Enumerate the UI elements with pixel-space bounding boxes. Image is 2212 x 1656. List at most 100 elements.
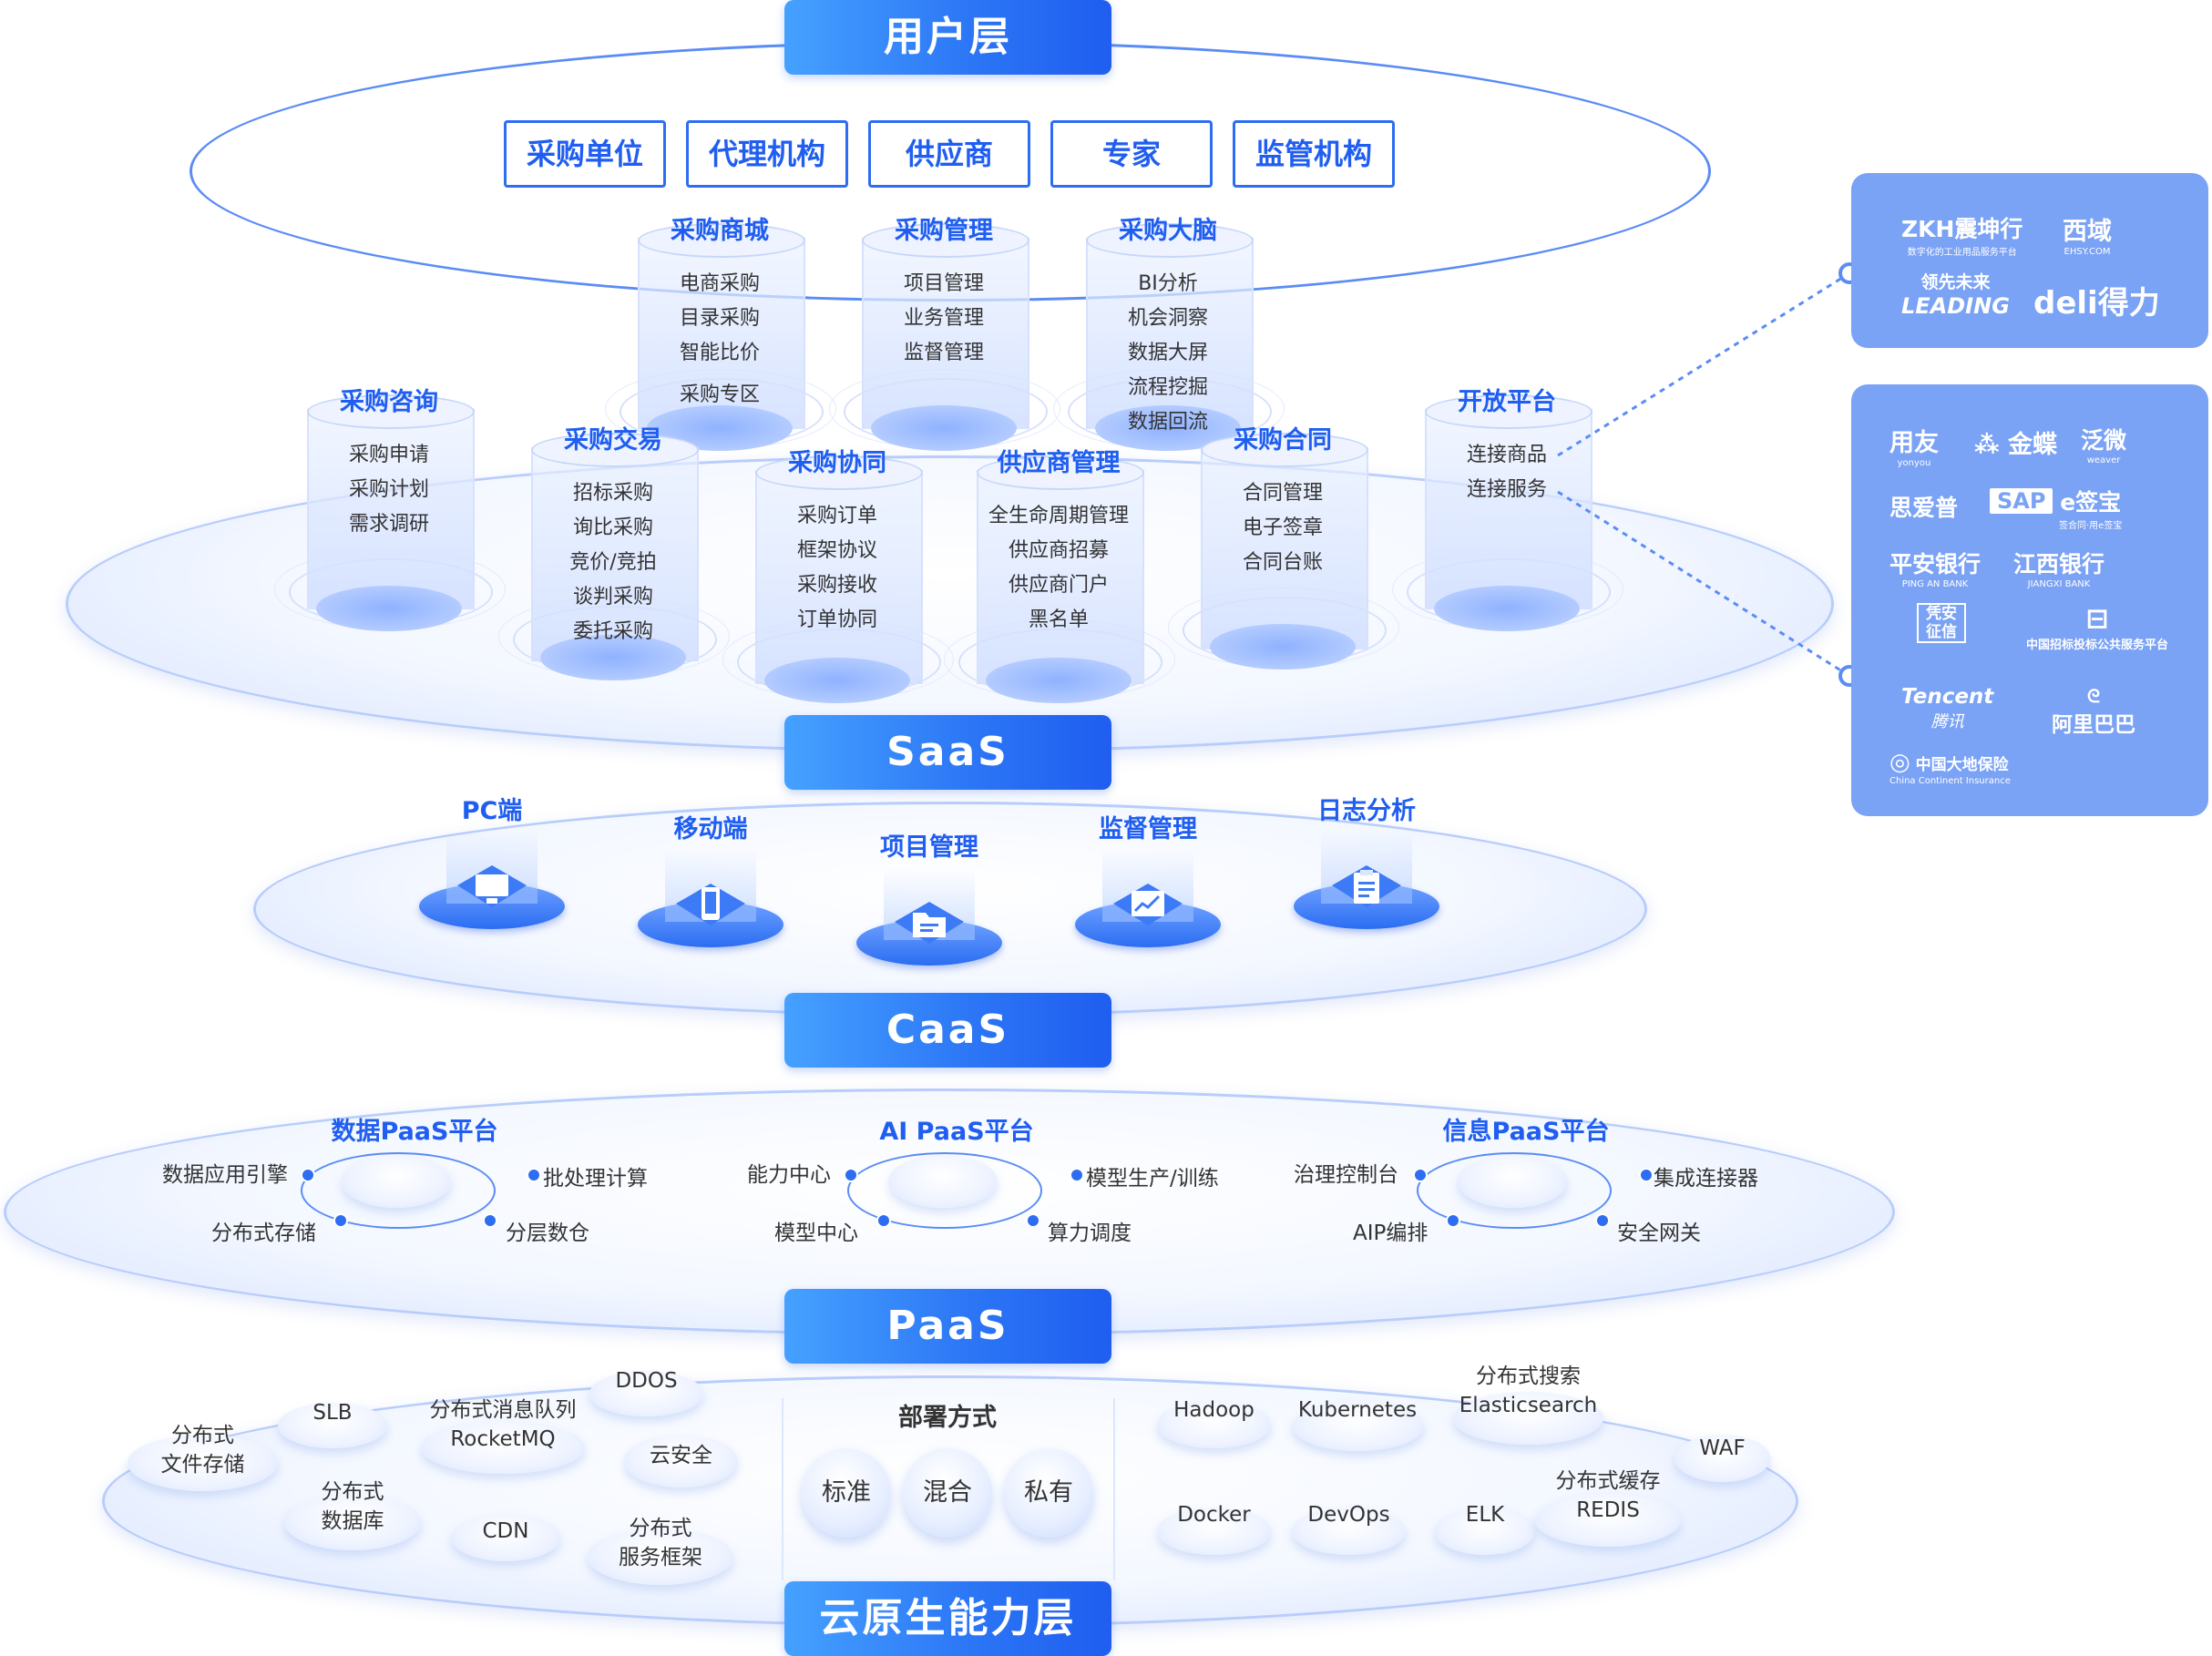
slb-label: SLB [312,1401,353,1425]
caas-layer-label: CaaS [784,993,1111,1068]
paas-layer-label: PaaS [784,1289,1111,1364]
cloud-pill [278,1403,387,1448]
cloud-security-label: 云安全 [650,1444,712,1467]
cloud-pill [1435,1508,1535,1555]
cloud-layer-label: 云原生能力层 [784,1581,1111,1656]
caas-item-label: 日志分析 [1317,797,1416,825]
module-title: 采购协同 [788,449,886,477]
orbit-dot [527,1168,541,1182]
caas-item: 日志分析 [1289,792,1444,938]
data-paas-title: 数据PaaS平台 [331,1118,498,1146]
ai-paas-tl: 能力中心 [747,1163,831,1187]
deli-logo: deli得力 [2033,285,2160,322]
info-paas-title: 信息PaaS平台 [1442,1118,1610,1146]
info-paas-bl: AIP编排 [1353,1222,1429,1245]
ai-paas-platform [888,1155,998,1208]
module-title: 采购大脑 [1119,217,1217,245]
role-regulator: 监管机构 [1233,120,1395,188]
cloud-pill [1535,1494,1681,1547]
module-title: 供应商管理 [997,449,1121,477]
data-paas-platform [342,1155,451,1208]
cloud-pill [1157,1401,1271,1448]
cloud-pill [1292,1508,1406,1555]
data-paas-orbit [301,1152,496,1229]
orbit-dot [483,1213,497,1228]
data-paas-bl: 分布式存储 [211,1222,316,1245]
caas-item: 项目管理 [852,829,1007,975]
hadoop-label: Hadoop [1173,1398,1254,1422]
ai-paas-tr: 模型生产/训练 [1086,1167,1219,1191]
ddos-label: DDOS [615,1369,678,1393]
orbit-dot [844,1168,858,1182]
deploy-private: 私有 [1004,1448,1093,1538]
cloud-pill [1674,1435,1770,1482]
cloud-pill [1292,1401,1424,1451]
module-title: 开放平台 [1458,388,1556,416]
kubernetes-label: Kubernetes [1297,1398,1418,1422]
deploy-divider-right [1113,1398,1115,1580]
data-paas-tl: 数据应用引擎 [162,1163,288,1187]
data-paas-br: 分层数仓 [506,1222,589,1245]
caas-item-label: 监督管理 [1099,815,1197,843]
docker-label: Docker [1177,1503,1251,1527]
kingdee-logo: ⁂ 金蝶 [1974,431,2058,459]
cloud-pill [128,1435,278,1491]
user-layer-label: 用户层 [784,0,1111,75]
file-storage-label: 分布式文件存储 [160,1424,245,1477]
caas-item: 移动端 [633,811,788,956]
orbit-dot [876,1213,891,1228]
folder-icon [895,902,964,944]
orbit-dot [1026,1213,1040,1228]
module-items: 合同管理电子签章 合同台账 [1242,482,1323,574]
sap-logo: SAP [1990,488,2053,514]
info-paas-tr: 集成连接器 [1654,1167,1758,1191]
module-items: 采购订单框架协议 采购接收订单协同 [796,505,877,631]
ai-paas-title: AI PaaS平台 [879,1118,1034,1146]
module-items: 招标采购询比采购 竞价/竞拍谈判采购 委托采购 [569,482,657,643]
deploy-standard: 标准 [802,1448,891,1538]
caas-item: PC端 [415,792,569,938]
zkh-logo: ZKH震坤行数字化的工业用品服务平台 [1901,216,2023,258]
devops-label: DevOps [1307,1503,1390,1527]
clipboard-icon [1332,865,1401,907]
info-paas-orbit [1417,1152,1612,1229]
role-expert: 专家 [1050,120,1213,188]
orbit-dot [1413,1168,1428,1182]
ai-paas-br: 算力调度 [1048,1222,1132,1245]
ai-paas-orbit [847,1152,1042,1229]
module-items: 采购申请采购计划 需求调研 [348,444,429,536]
module-items: 项目管理业务管理 监督管理 [903,272,984,364]
deploy-title: 部署方式 [898,1404,997,1432]
cloud-pill [624,1435,738,1487]
saas-layer-label: SaaS [784,715,1111,790]
orbit-dot [333,1213,348,1228]
module-items: 连接商品连接服务 [1466,444,1547,501]
framework-label: 分布式服务框架 [619,1517,702,1569]
deploy-hybrid: 混合 [903,1448,992,1538]
module-title: 采购交易 [564,426,662,455]
monitor-icon [457,865,527,907]
orbit-dot [301,1168,315,1182]
cloud-pill [1453,1392,1603,1445]
partner-connector-lines [1557,262,1860,687]
waf-label: WAF [1699,1436,1746,1460]
caas-item-label: PC端 [461,797,523,825]
module-title: 采购咨询 [340,388,438,416]
cdn-label: CDN [482,1519,529,1543]
cloud-pill [1157,1508,1271,1555]
database-label: 分布式数据库 [321,1480,384,1533]
elk-label: ELK [1465,1503,1505,1527]
orbit-dot [1446,1213,1460,1228]
cloud-pill [588,1528,733,1585]
mobile-icon [676,884,745,925]
orbit-dot [1639,1168,1654,1182]
role-supplier: 供应商 [868,120,1030,188]
